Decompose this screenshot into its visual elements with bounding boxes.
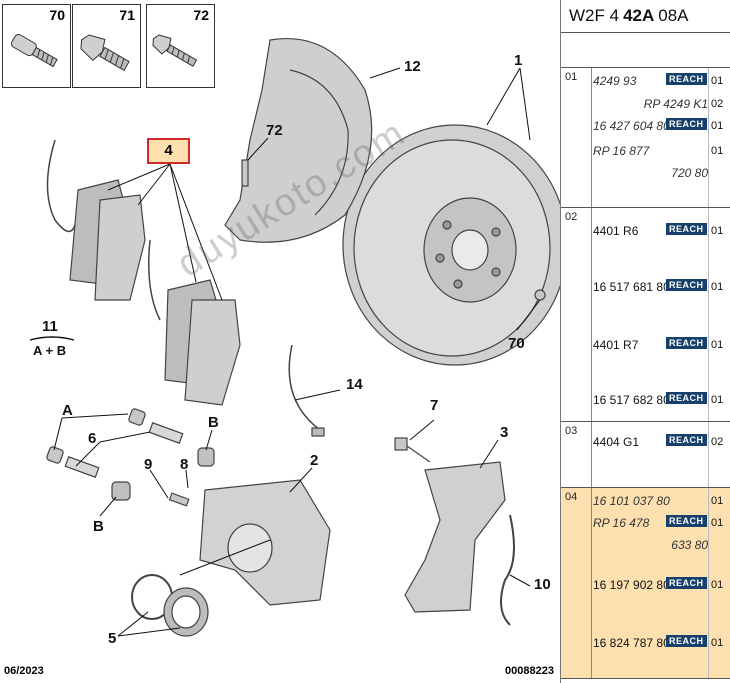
callout-4-highlighted[interactable]: 4 [147, 138, 190, 164]
bolt-icon [80, 34, 130, 71]
part-reference[interactable]: 16 197 902 80 [593, 578, 670, 592]
callout-b-bottom[interactable]: B [93, 518, 104, 535]
qty-column-divider [708, 208, 709, 421]
callout-9[interactable]: 9 [144, 456, 153, 473]
parts-group-03[interactable]: 03 4404 G1 REACH 02 [561, 422, 730, 488]
reach-badge: REACH [666, 279, 707, 291]
reach-badge: REACH [666, 577, 707, 589]
part-reference[interactable]: RP 4249 K1 [643, 97, 708, 111]
callout-11[interactable]: 11 [42, 318, 58, 335]
reference-bold: 42A [623, 6, 655, 25]
part-reference[interactable]: 16 517 682 80 [593, 393, 670, 407]
reach-badge: REACH [666, 635, 707, 647]
thumbnail-72[interactable]: 72 [146, 4, 215, 88]
qty-column-divider [708, 488, 709, 678]
dust-shield [224, 38, 373, 243]
part-reference[interactable]: 16 427 604 80 [593, 119, 670, 133]
thumbnail-label: 71 [119, 7, 135, 23]
column-divider [591, 68, 592, 207]
part-reference[interactable]: 4249 93 [593, 74, 637, 88]
part-reference[interactable]: 16 824 787 80 [593, 636, 670, 650]
footer-code: 00088223 [505, 665, 554, 677]
part-quantity: 01 [711, 495, 724, 507]
screw-icon [10, 33, 58, 68]
part-quantity: 01 [711, 394, 724, 406]
column-divider [591, 422, 592, 487]
part-quantity: 01 [711, 281, 724, 293]
callout-11-ab: A + B [33, 343, 67, 358]
callout-1[interactable]: 1 [514, 52, 523, 69]
reach-badge: REACH [666, 392, 707, 404]
footer-date: 06/2023 [4, 665, 44, 677]
callout-14[interactable]: 14 [346, 376, 363, 393]
callout-6[interactable]: 6 [88, 430, 97, 447]
part-quantity: 01 [711, 75, 724, 87]
reference-prefix: W2F 4 [569, 6, 620, 25]
callout-7[interactable]: 7 [430, 397, 439, 414]
callout-5[interactable]: 5 [108, 630, 117, 647]
parts-drawing [29, 38, 560, 637]
part-reference[interactable]: 4404 G1 [593, 435, 640, 449]
reach-badge: REACH [666, 118, 707, 130]
thumbnail-label: 72 [193, 7, 209, 23]
part-reference[interactable]: RP 16 478 [593, 516, 650, 530]
group-number: 01 [565, 71, 578, 83]
caliper-bracket [404, 461, 506, 613]
part-reference[interactable]: 720 80 [671, 166, 708, 180]
exploded-diagram: 70 71 72 [0, 0, 561, 683]
part-quantity: 02 [711, 98, 724, 110]
thumbnail-71[interactable]: 71 [72, 4, 141, 88]
part-reference[interactable]: 16 101 037 80 [593, 494, 670, 508]
callout-2[interactable]: 2 [310, 452, 319, 469]
callout-10[interactable]: 10 [534, 576, 551, 593]
part-quantity: 01 [711, 517, 724, 529]
small-bolt-icon [152, 34, 198, 67]
reach-badge: REACH [666, 73, 707, 85]
part-quantity: 01 [711, 339, 724, 351]
part-quantity: 01 [711, 120, 724, 132]
callout-3[interactable]: 3 [500, 424, 509, 441]
part-quantity: 01 [711, 145, 724, 157]
group-number: 04 [565, 491, 578, 503]
part-quantity: 01 [711, 637, 724, 649]
group-number: 03 [565, 425, 578, 437]
callout-8[interactable]: 8 [180, 456, 189, 473]
thumbnail-70[interactable]: 70 [2, 4, 71, 88]
part-quantity: 01 [711, 579, 724, 591]
group-number: 02 [565, 211, 578, 223]
reach-badge: REACH [666, 337, 707, 349]
reach-badge: REACH [666, 515, 707, 527]
callout-12[interactable]: 12 [404, 58, 421, 75]
reach-badge: REACH [666, 434, 707, 446]
callout-a[interactable]: A [62, 402, 73, 419]
header-spacer [561, 33, 730, 68]
part-quantity: 02 [711, 436, 724, 448]
qty-column-divider [708, 422, 709, 487]
reference-header: W2F 4 42A 08A [561, 0, 730, 33]
part-reference[interactable]: 4401 R6 [593, 224, 639, 238]
part-reference[interactable]: 16 517 681 80 [593, 280, 670, 294]
part-quantity: 01 [711, 225, 724, 237]
column-divider [591, 208, 592, 421]
thumbnail-label: 70 [49, 7, 65, 23]
qty-column-divider [708, 68, 709, 207]
reference-suffix: 08A [658, 6, 689, 25]
reach-badge: REACH [666, 223, 707, 235]
part-reference[interactable]: 633 80 [671, 538, 708, 552]
callout-70[interactable]: 70 [508, 335, 525, 352]
callout-72[interactable]: 72 [266, 122, 283, 139]
column-divider [591, 488, 592, 678]
callout-b-top[interactable]: B [208, 414, 219, 431]
part-reference[interactable]: 4401 R7 [593, 338, 639, 352]
part-reference[interactable]: RP 16 877 [593, 144, 650, 158]
